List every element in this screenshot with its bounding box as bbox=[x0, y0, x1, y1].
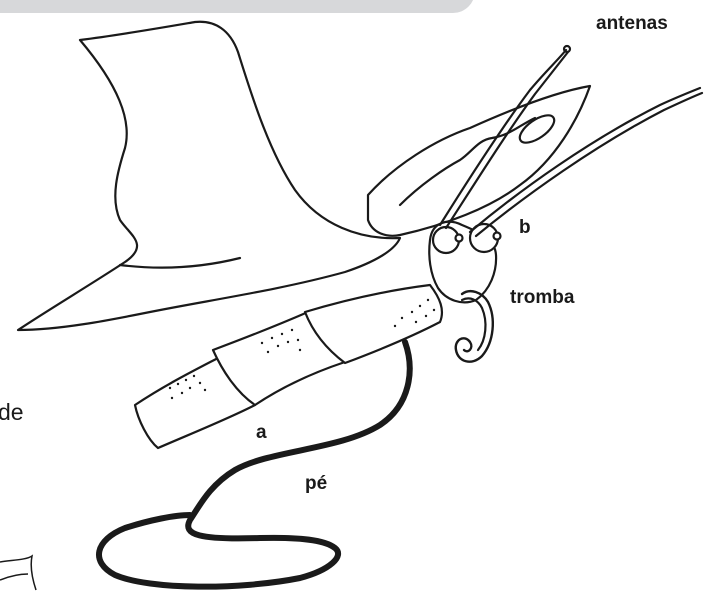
front-wing bbox=[18, 22, 400, 330]
label-b: b bbox=[519, 217, 531, 239]
label-antenas: antenas bbox=[596, 13, 668, 35]
label-a: a bbox=[256, 422, 267, 444]
label-pe: pé bbox=[305, 473, 327, 495]
back-wing bbox=[368, 86, 590, 236]
fragment-shape bbox=[0, 556, 36, 590]
label-tromba: tromba bbox=[510, 287, 574, 309]
edge-text: de bbox=[0, 399, 24, 426]
